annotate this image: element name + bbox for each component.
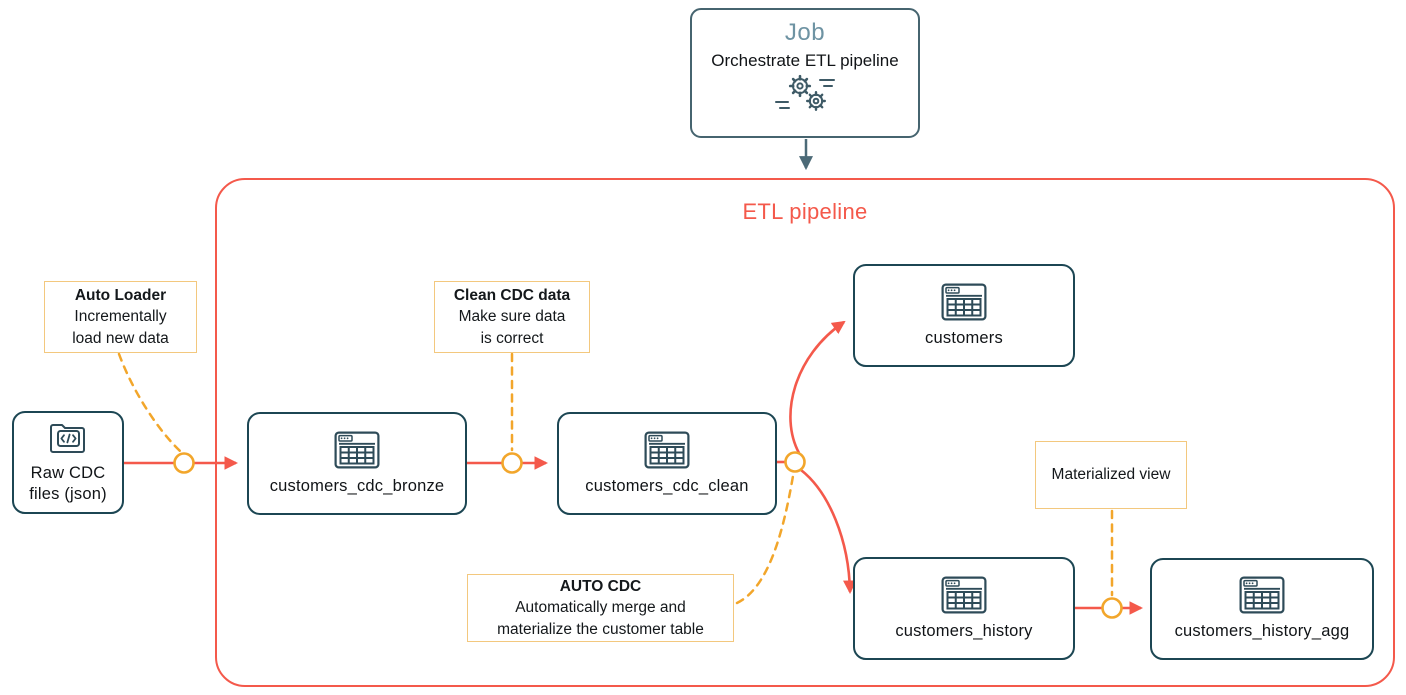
table-icon: [644, 431, 690, 468]
auto-loader-junction-circle: [173, 452, 195, 474]
job-box: Job Orchestrate ETL pipeline: [690, 8, 920, 138]
etl-pipeline-title: ETL pipeline: [742, 199, 868, 224]
annotation-line: Make sure data: [458, 308, 566, 326]
etl-pipeline-container: [215, 178, 1395, 687]
annotation-line: materialize the customer table: [497, 620, 704, 638]
table-icon: [334, 431, 380, 468]
node-label: customers_history: [895, 621, 1033, 640]
node-label: customers_history_agg: [1174, 622, 1350, 640]
gears-icon: [775, 74, 835, 111]
node-label: customers_cdc_clean: [585, 476, 749, 495]
annotation-line: Materialized view: [1051, 466, 1171, 484]
table-icon: [941, 283, 987, 320]
auto-loader-lead-line: [117, 352, 182, 453]
annotation-title: Clean CDC data: [453, 286, 571, 304]
node-label: Raw CDC files (json): [29, 464, 107, 503]
annotation-title: Auto Loader: [74, 286, 167, 304]
node-raw-cdc-files: Raw CDC files (json): [12, 411, 124, 514]
annotation-title: AUTO CDC: [559, 577, 642, 595]
node-customers-cdc-bronze: customers_cdc_bronze: [247, 412, 467, 515]
node-label: customers: [925, 328, 1003, 347]
job-title: Job: [784, 19, 826, 46]
node-customers-cdc-clean: customers_cdc_clean: [557, 412, 777, 515]
node-customers-history-agg: customers_history_agg: [1150, 558, 1374, 660]
node-label: customers_cdc_bronze: [269, 476, 445, 495]
annotation-auto-cdc: AUTO CDC Automatically merge and materia…: [467, 574, 734, 642]
folder-code-icon: [50, 424, 85, 453]
annotation-materialized-view: Materialized view: [1035, 441, 1187, 509]
table-icon: [1239, 576, 1285, 614]
annotation-clean-cdc-data: Clean CDC data Make sure data is correct: [434, 281, 590, 353]
annotation-line: is correct: [480, 329, 544, 347]
table-icon: [941, 576, 987, 613]
node-customers: customers: [853, 264, 1075, 367]
annotation-auto-loader: Auto Loader Incrementally load new data: [44, 281, 197, 353]
annotation-line: load new data: [72, 329, 169, 347]
node-customers-history: customers_history: [853, 557, 1075, 660]
annotation-line: Automatically merge and: [515, 599, 686, 617]
annotation-line: Incrementally: [74, 308, 167, 326]
job-subtitle: Orchestrate ETL pipeline: [711, 51, 899, 70]
